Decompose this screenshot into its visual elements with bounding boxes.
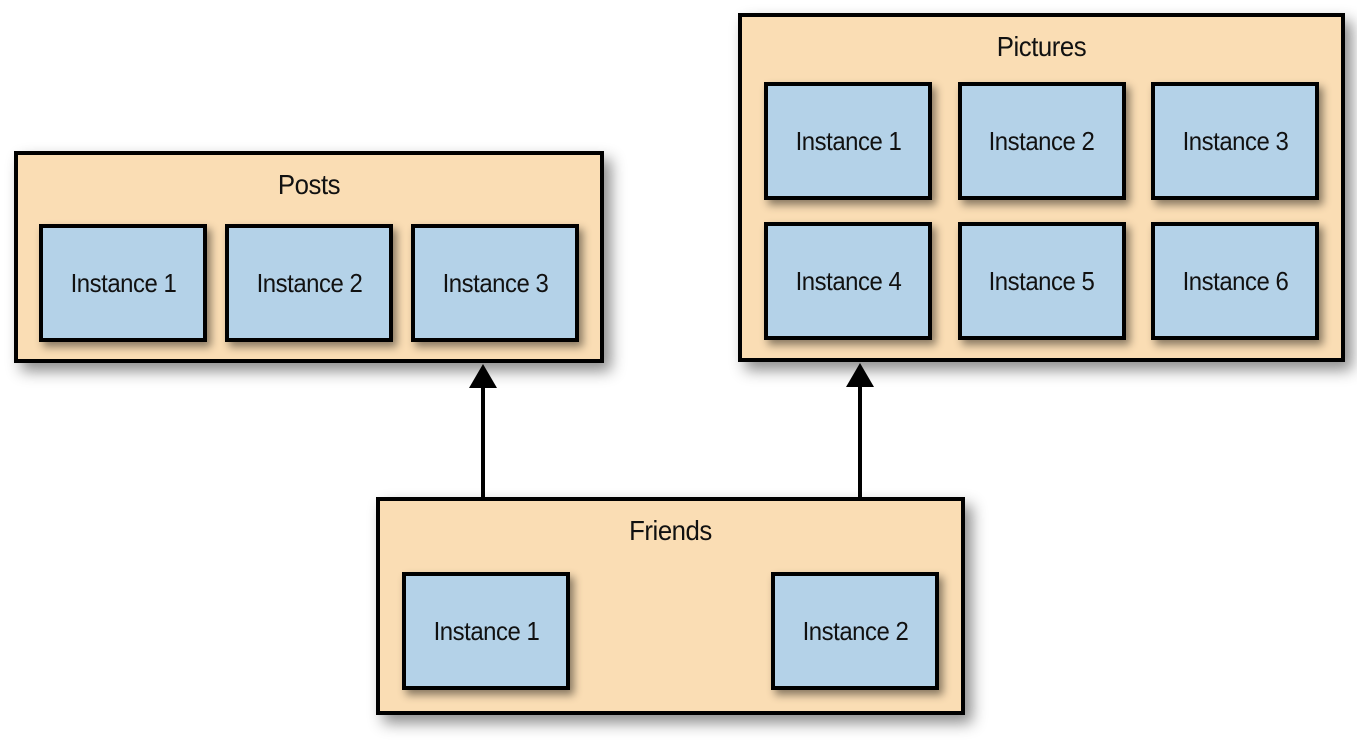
instance-label: Instance 1 xyxy=(795,125,901,156)
friends-instance-1: Instance 1 xyxy=(402,572,570,690)
instance-label: Instance 3 xyxy=(1182,125,1288,156)
container-friends-title: Friends xyxy=(629,515,712,546)
posts-instance-2: Instance 2 xyxy=(225,224,393,342)
pictures-instance-2: Instance 2 xyxy=(957,82,1126,200)
arrow-shaft xyxy=(858,383,862,497)
arrow-friends-to-posts xyxy=(469,364,497,497)
arrow-shaft xyxy=(481,384,485,497)
instance-label: Instance 2 xyxy=(988,125,1095,156)
posts-instance-1: Instance 1 xyxy=(39,224,207,342)
friends-instance-2: Instance 2 xyxy=(771,572,939,690)
arrow-friends-to-pictures xyxy=(846,363,874,497)
posts-instance-3: Instance 3 xyxy=(411,224,579,342)
pictures-instance-6: Instance 6 xyxy=(1151,222,1319,340)
instance-label: Instance 5 xyxy=(988,265,1095,296)
instance-label: Instance 2 xyxy=(256,267,362,298)
pictures-instance-5: Instance 5 xyxy=(957,222,1126,340)
container-pictures-title: Pictures xyxy=(996,31,1087,62)
pictures-instance-3: Instance 3 xyxy=(1151,82,1319,200)
instance-label: Instance 6 xyxy=(1182,265,1288,296)
container-friends: Friends Instance 1 Instance 2 xyxy=(376,497,965,715)
pictures-instance-4: Instance 4 xyxy=(764,222,932,340)
instance-label: Instance 1 xyxy=(433,615,539,646)
friends-instances-row: Instance 1 Instance 2 xyxy=(380,572,961,690)
pictures-instances-grid: Instance 1 Instance 2 Instance 3 Instanc… xyxy=(742,82,1341,340)
posts-instances-row: Instance 1 Instance 2 Instance 3 xyxy=(18,224,600,342)
container-posts-title: Posts xyxy=(277,169,341,200)
instance-label: Instance 1 xyxy=(70,267,176,298)
container-pictures: Pictures Instance 1 Instance 2 Instance … xyxy=(738,13,1345,362)
pictures-instance-1: Instance 1 xyxy=(764,82,932,200)
instance-label: Instance 3 xyxy=(442,267,548,298)
instance-label: Instance 4 xyxy=(795,265,901,296)
container-posts: Posts Instance 1 Instance 2 Instance 3 xyxy=(14,151,604,363)
instance-label: Instance 2 xyxy=(802,615,908,646)
